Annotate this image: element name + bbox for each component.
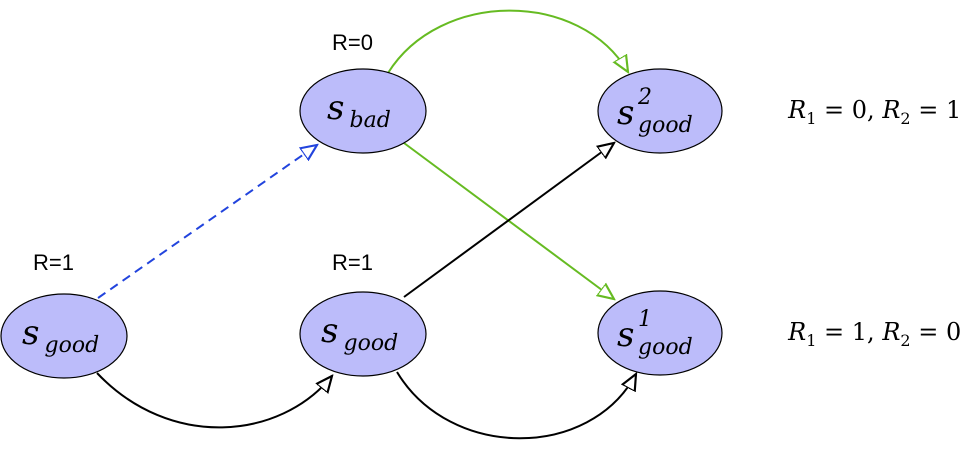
- node-good-2-shape: [597, 68, 723, 154]
- node-good-2-sub: good: [638, 113, 693, 138]
- node-good-1-shape: [597, 290, 723, 376]
- node-good-start-shape: [0, 293, 128, 379]
- node-good-mid[interactable]: s good: [299, 291, 427, 377]
- node-good-start-label: s good: [22, 313, 99, 358]
- edge-good-start-to-good-mid: [96, 372, 332, 429]
- node-good-1-base: s: [617, 315, 634, 355]
- node-good-start[interactable]: s good: [0, 293, 128, 379]
- node-good-2-base: s: [617, 93, 634, 133]
- outcome-bottom: R1 = 1, R2 = 0: [750, 318, 968, 350]
- edge-good-start-to-bad-dashed: [97, 145, 317, 299]
- node-good-1-sup: 1: [638, 307, 652, 332]
- outcome-top: R1 = 0, R2 = 1: [750, 96, 968, 128]
- node-good-1[interactable]: s 1 good: [597, 290, 723, 376]
- reward-label-bad: R=0: [332, 30, 373, 55]
- node-good-2-sup: 2: [637, 85, 652, 110]
- reward-label-good-start: R=1: [33, 250, 74, 275]
- node-bad[interactable]: s bad: [299, 68, 427, 154]
- node-bad-label: s bad: [327, 88, 391, 133]
- reward-label-good-mid: R=1: [332, 250, 373, 275]
- node-good-mid-label: s good: [321, 311, 398, 356]
- node-good-1-sub: good: [638, 335, 693, 360]
- edge-good-mid-to-good-2: [403, 143, 614, 298]
- node-good-mid-shape: [299, 291, 427, 377]
- node-bad-shape: [299, 68, 427, 154]
- edge-bad-to-good-2: [387, 9, 628, 73]
- node-good-2[interactable]: s 2 good: [597, 68, 723, 154]
- edge-good-mid-to-good-1: [396, 371, 636, 440]
